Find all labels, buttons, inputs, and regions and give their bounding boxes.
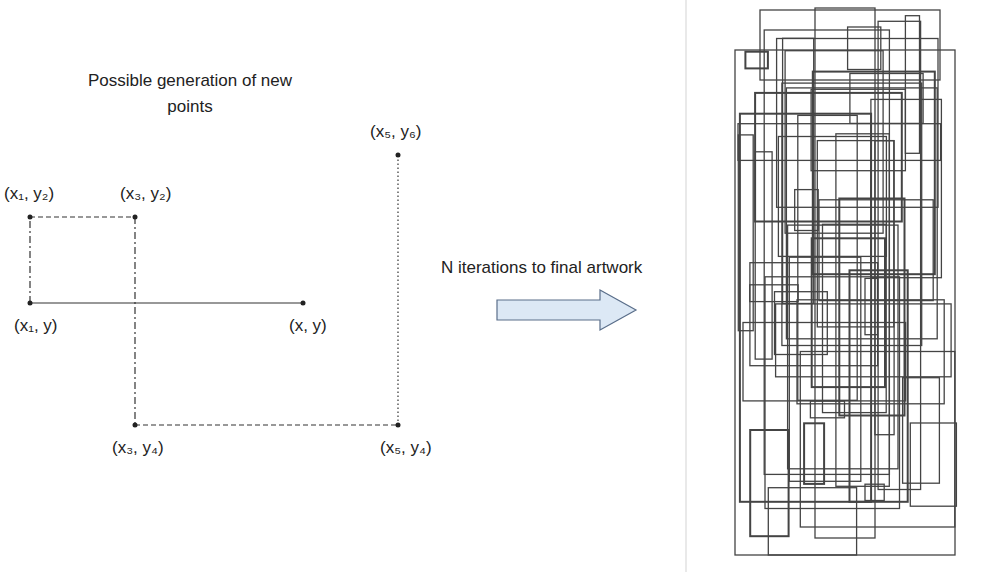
artwork-rect — [782, 83, 922, 345]
artwork-rect — [768, 488, 856, 555]
artwork-rect — [903, 378, 940, 484]
point — [396, 153, 401, 158]
artwork-rect — [778, 137, 886, 257]
artwork-rect — [813, 72, 935, 275]
point-label: (x₅, y₆) — [370, 122, 421, 142]
artwork-rect — [750, 430, 788, 536]
artwork-rect — [850, 270, 908, 502]
artwork-rect — [800, 352, 955, 528]
artwork-rect — [765, 277, 900, 509]
artwork-rect — [745, 52, 768, 69]
artwork-rect — [776, 304, 952, 377]
artwork-rect — [819, 200, 933, 301]
artwork-rect — [823, 224, 887, 412]
dashed-segment — [30, 216, 135, 217]
artwork-rect — [755, 93, 902, 222]
artwork-rect — [786, 88, 937, 339]
point — [133, 423, 138, 428]
point — [396, 423, 401, 428]
artwork — [686, 0, 956, 572]
point-label: (x₅, y₄) — [380, 438, 432, 458]
artwork-frame — [685, 0, 686, 572]
point-label: (x₁, y₂) — [4, 184, 54, 204]
point-label: (x, y) — [289, 316, 327, 336]
artwork-rect — [755, 152, 772, 359]
point-label: (x₃, y₂) — [120, 184, 171, 204]
block-arrow — [497, 290, 636, 330]
dashdot-segment — [29, 217, 30, 303]
dotted-segment — [397, 155, 398, 425]
point-label: (x₁, y) — [14, 316, 58, 336]
dashed-segment — [135, 424, 398, 425]
heading: Possible generation of new points — [70, 68, 310, 119]
artwork-rect — [785, 51, 883, 234]
artwork-rect — [811, 89, 905, 170]
artwork-rect — [743, 323, 906, 401]
point — [301, 301, 306, 306]
dashdot-segment — [134, 217, 135, 425]
artwork-rect — [798, 115, 857, 400]
artwork-rect — [740, 114, 871, 502]
point — [28, 215, 33, 220]
artwork-rect — [905, 16, 919, 154]
artwork-rect — [760, 10, 940, 80]
artwork-rect — [735, 50, 955, 555]
artwork-rect — [850, 74, 923, 124]
artwork-rect — [848, 27, 881, 70]
artwork-rect — [788, 225, 898, 469]
solid-segment — [30, 302, 303, 303]
artwork-rect — [836, 134, 889, 487]
arrow-label: N iterations to final artwork — [441, 258, 642, 278]
artwork-rect — [738, 124, 941, 161]
point — [28, 301, 33, 306]
artwork-rect — [871, 99, 942, 277]
artwork-rect — [910, 423, 956, 506]
point — [133, 215, 138, 220]
point-label: (x₃, y₄) — [112, 438, 164, 458]
